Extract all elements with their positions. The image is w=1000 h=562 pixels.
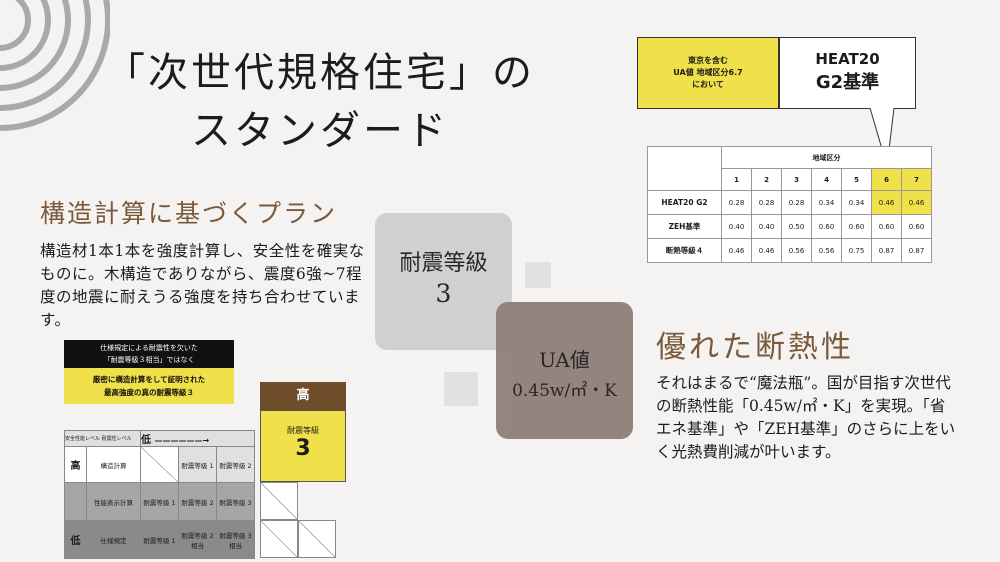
grade-cell: 耐震等級 2 [178, 482, 217, 521]
region-column-header: 7 [901, 168, 932, 191]
corner-label: 耐震性レベル [101, 436, 132, 442]
row-label: ZEH基準 [647, 214, 722, 239]
row-label: 断熱等級４ [647, 238, 722, 263]
grade-cell: 耐震等級 1 [178, 446, 217, 483]
region-column-header: 1 [721, 168, 752, 191]
ua-cell: 0.40 [751, 214, 782, 239]
seismic-grade-table: 安全性能レベル 耐震性レベル 低 ——————→ 高 構造計算 耐震等級 1 耐… [64, 430, 255, 559]
ua-cell: 0.75 [841, 238, 872, 263]
region-note-line: UA値 地域区分6.7 [673, 68, 743, 77]
region-header: 地域区分 [721, 146, 932, 169]
standard-callout: HEAT20 G2基準 [779, 37, 916, 109]
region-column-header: 6 [871, 168, 902, 191]
low-label: 低 [64, 520, 87, 559]
empty-cell [260, 520, 298, 558]
ua-value-box: UA値 0.45w/㎡・K [496, 302, 633, 439]
decorative-arcs [0, 0, 110, 131]
ua-value: 0.45w/㎡・K [512, 381, 617, 401]
axis-low-label: 低 [141, 435, 151, 446]
structure-body: 構造材1本1本を強度計算し、安全性を確実なものに。木構造でありながら、震度6強~… [40, 242, 365, 329]
page-title: 「次世代規格住宅」の スタンダード [60, 44, 580, 160]
ua-label: UA値 [539, 348, 590, 372]
row-label: 性能表示計算 [86, 482, 141, 521]
high-label: 高 [260, 382, 346, 410]
standard-grade: G2基準 [815, 72, 880, 93]
region-note-line: 東京を含む [688, 56, 728, 65]
ua-cell: 0.28 [781, 190, 812, 215]
ua-cell: 0.56 [781, 238, 812, 263]
grade-cell: 耐震等級 1 [140, 520, 179, 559]
highlight-grade-value: 3 [295, 436, 311, 461]
insulation-body: それはまるで“魔法瓶”。国が目指す次世代の断熱性能「0.45w/㎡・K」を実現。… [656, 374, 956, 461]
structure-heading: 構造計算に基づくプラン [40, 199, 338, 228]
empty-cell [298, 520, 336, 558]
empty-cell [140, 446, 179, 483]
note-line: 厳密に構造計算をして証明された [92, 375, 206, 384]
ua-cell: 0.46 [721, 238, 752, 263]
region-column-header: 3 [781, 168, 812, 191]
ua-cell: 0.87 [901, 238, 932, 263]
ua-cell: 0.34 [811, 190, 842, 215]
ua-cell: 0.60 [811, 214, 842, 239]
corner-label: 安全性能レベル [65, 436, 101, 442]
seismic-grade-value: 3 [435, 279, 452, 308]
row-label: 仕様規定 [86, 520, 141, 559]
standard-name: HEAT20 [815, 50, 880, 68]
note-line: 「耐震等級３相当」ではなく [103, 356, 195, 364]
axis-header: 低 ——————→ [140, 430, 255, 447]
corner-header: 安全性能レベル 耐震性レベル [64, 430, 141, 447]
decorative-square [525, 262, 551, 288]
note-black-bar: 仕様規定による耐震性を欠いた 「耐震等級３相当」ではなく [64, 340, 234, 368]
ua-cell: 0.56 [811, 238, 842, 263]
ua-cell: 0.87 [871, 238, 902, 263]
row-label: 構造計算 [86, 446, 141, 483]
note-line: 仕様規定による耐震性を欠いた [100, 344, 198, 352]
ua-cell: 0.60 [871, 214, 902, 239]
seismic-grade-box: 耐震等級 3 [375, 213, 512, 350]
ua-cell: 0.60 [841, 214, 872, 239]
grade-cell: 耐震等級 3 相当 [216, 520, 255, 559]
ua-cell: 0.46 [751, 238, 782, 263]
ua-cell: 0.28 [751, 190, 782, 215]
note-yellow-bar: 厳密に構造計算をして証明された 最高強度の真の耐震等級３ [64, 368, 234, 404]
seismic-grade-label: 耐震等級 [399, 251, 488, 276]
grade-cell: 耐震等級 1 [140, 482, 179, 521]
row-label: HEAT20 G2 [647, 190, 722, 215]
seismic-infographic: 仕様規定による耐震性を欠いた 「耐震等級３相当」ではなく 厳密に構造計算をして証… [64, 340, 364, 562]
insulation-heading: 優れた断熱性 [656, 330, 854, 365]
ua-cell: 0.34 [841, 190, 872, 215]
axis-high-label: 高 [64, 446, 87, 483]
axis-spacer [64, 482, 87, 521]
ua-cell: 0.60 [901, 214, 932, 239]
highlight-grade-label: 耐震等級 [287, 426, 319, 435]
region-column-header: 4 [811, 168, 842, 191]
ua-cell: 0.28 [721, 190, 752, 215]
note-line: 最高強度の真の耐震等級３ [104, 388, 194, 397]
region-column-header: 5 [841, 168, 872, 191]
region-note-line: において [692, 80, 724, 89]
grade-cell: 耐震等級 2 相当 [178, 520, 217, 559]
arrow-right-icon: ——————→ [154, 436, 210, 445]
ua-cell: 0.46 [901, 190, 932, 215]
highlight-grade: 耐震等級 3 [260, 410, 346, 482]
table-corner [647, 146, 722, 191]
title-line-1: 「次世代規格住宅」の [105, 50, 535, 96]
region-column-header: 2 [751, 168, 782, 191]
ua-cell: 0.40 [721, 214, 752, 239]
region-note: 東京を含む UA値 地域区分6.7 において [637, 37, 779, 109]
grade-cell: 耐震等級 2 [216, 446, 255, 483]
ua-cell: 0.46 [871, 190, 902, 215]
ua-cell: 0.50 [781, 214, 812, 239]
title-line-2: スタンダード [191, 108, 449, 154]
empty-cell [260, 482, 298, 520]
decorative-square [444, 372, 478, 406]
grade-cell: 耐震等級 3 [216, 482, 255, 521]
